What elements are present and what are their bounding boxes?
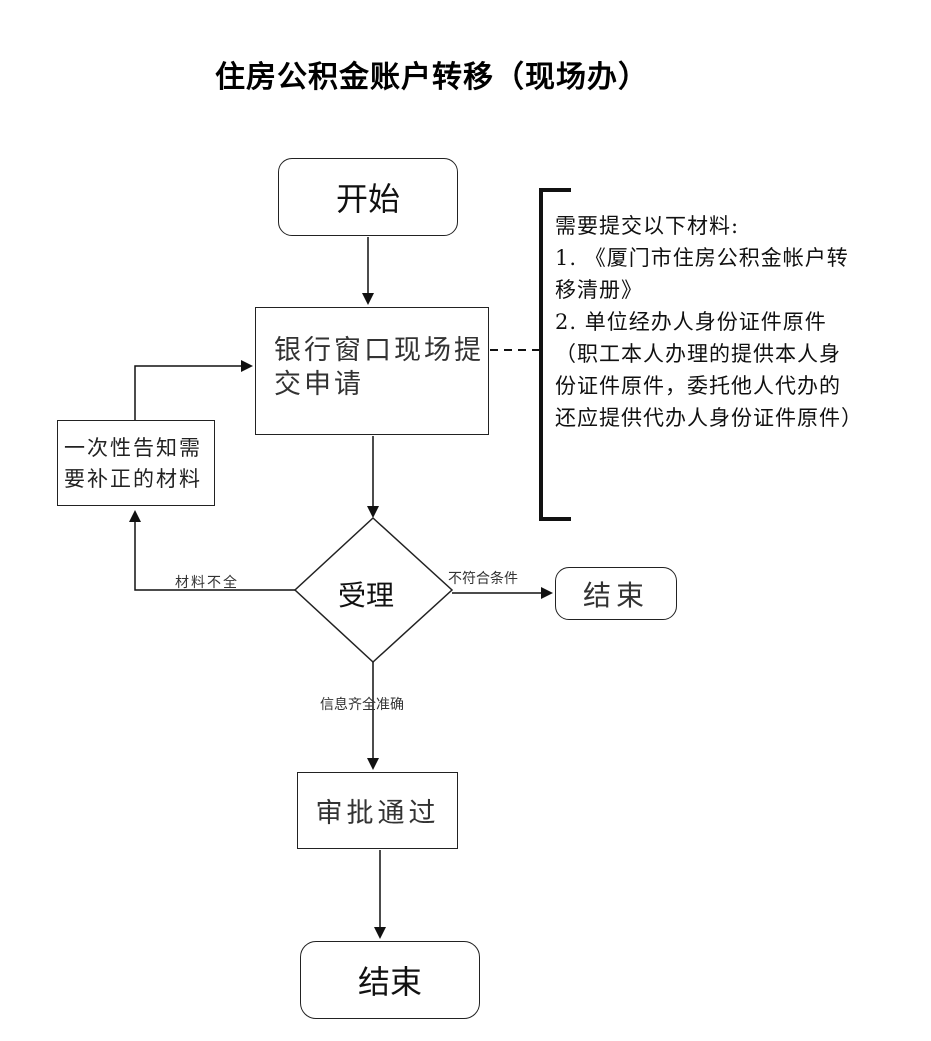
materials-bracket xyxy=(539,188,571,521)
arrow-accept-to-notify xyxy=(129,510,295,591)
arrow-notify-to-submit xyxy=(134,360,253,420)
notify-materials-node: 一次性告知需要补正的材料 xyxy=(57,420,215,506)
materials-note: 需要提交以下材料: 1. 《厦门市住房公积金帐户转移清册》 2. 单位经办人身份… xyxy=(555,210,863,434)
accept-label: 受理 xyxy=(338,579,395,612)
page-title: 住房公积金账户转移（现场办） xyxy=(215,60,649,95)
materials-item-1: 1. 《厦门市住房公积金帐户转移清册》 xyxy=(555,246,849,302)
end-final-node: 结束 xyxy=(300,941,480,1019)
edge-label-incomplete: 材料不全 xyxy=(175,575,239,591)
edge-label-info-ok: 信息齐全准确 xyxy=(320,697,404,713)
materials-item-2: 2. 单位经办人身份证件原件（职工本人办理的提供本人身份证件原件，委托他人代办的… xyxy=(555,310,863,430)
end-reject-node: 结束 xyxy=(555,567,677,620)
submit-application-node: 银行窗口现场提交申请 xyxy=(255,307,489,435)
materials-heading: 需要提交以下材料: xyxy=(555,214,740,238)
start-node: 开始 xyxy=(278,158,458,236)
approve-node: 审批通过 xyxy=(297,772,458,849)
edge-label-not-qualified: 不符合条件 xyxy=(448,571,518,587)
